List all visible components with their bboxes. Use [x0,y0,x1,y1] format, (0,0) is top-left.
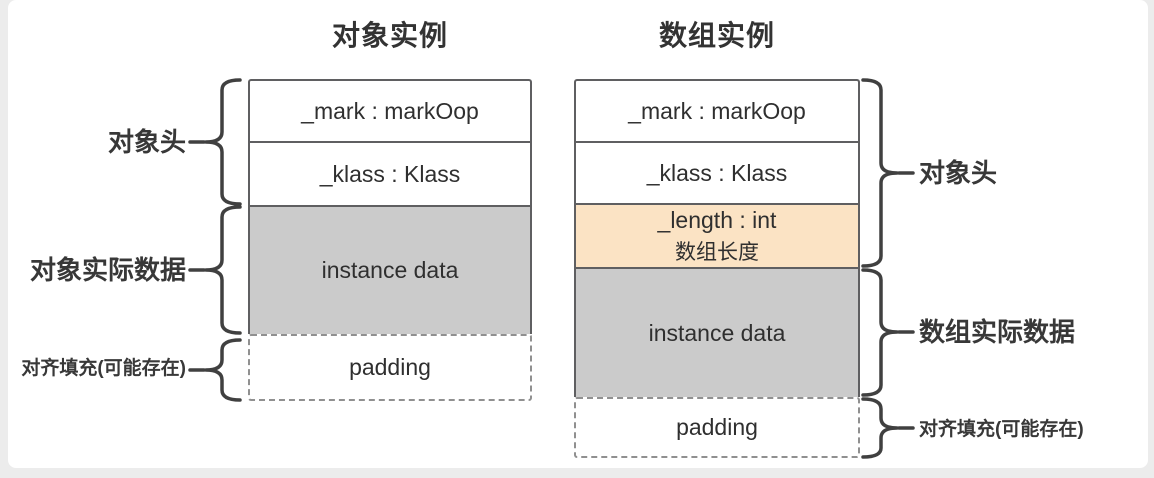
array-row-length: _length : int 数组长度 [576,205,858,269]
object-row-instance-data: instance data [250,207,530,334]
object-instance-data-label: 对象实际数据 [29,255,186,285]
object-row-padding: padding [248,334,532,401]
object-row-klass: _klass : Klass [250,143,530,207]
object-header-label: 对象头 [107,127,186,157]
array-row-instance-data: instance data [576,269,858,397]
array-length-caption: 数组长度 [675,240,759,264]
array-row-padding: padding [574,397,860,458]
array-instance-data-label: 数组实际数据 [919,317,1076,347]
array-memory-box: _mark : markOop _klass : Klass _length :… [574,79,860,397]
object-diagram-title: 对象实例 [331,20,448,51]
object-row-mark: _mark : markOop [250,81,530,143]
array-padding-label: 对齐填充(可能存在) [919,419,1084,440]
array-length-type: _length : int [657,206,777,233]
array-header-label: 对象头 [919,158,998,188]
object-padding-label: 对齐填充(可能存在) [21,358,186,379]
array-diagram-title: 数组实例 [658,20,775,51]
array-row-mark: _mark : markOop [576,81,858,143]
array-row-klass: _klass : Klass [576,143,858,205]
object-memory-box: _mark : markOop _klass : Klass instance … [248,79,532,334]
